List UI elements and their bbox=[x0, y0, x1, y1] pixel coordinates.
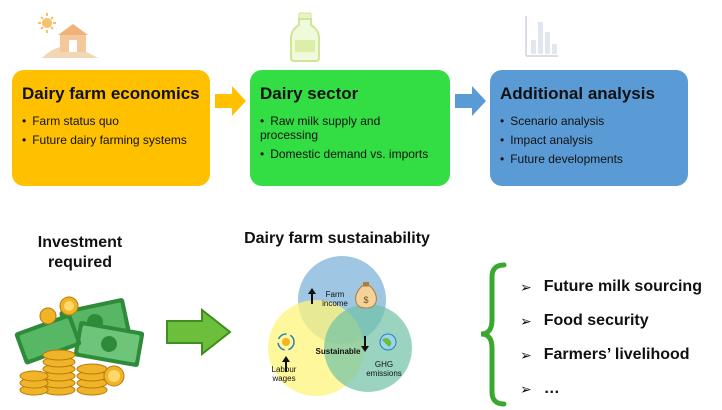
list-item: •Farm status quo bbox=[22, 114, 119, 128]
dairy-sector-box: Dairy sector •Raw milk supply and proces… bbox=[250, 70, 450, 186]
venn-label-ghg-emissions: GHG emissions bbox=[366, 360, 402, 378]
box-list: •Scenario analysis •Impact analysis •Fut… bbox=[500, 114, 678, 166]
venn-label-sustainable: Sustainable bbox=[315, 347, 361, 356]
investment-title: Investment required bbox=[37, 234, 123, 271]
arrow-right-icon bbox=[166, 308, 232, 356]
venn-label-labour-wages: Labour wages bbox=[271, 365, 297, 383]
milk-bottle-icon bbox=[290, 12, 320, 62]
list-item: ➢Future milk sourcing bbox=[520, 278, 702, 295]
list-item: ➢Food security bbox=[520, 312, 649, 329]
arrowhead-bullet-icon: ➢ bbox=[520, 278, 532, 295]
list-item: ➢Farmers’ livelihood bbox=[520, 346, 690, 363]
arrowhead-bullet-icon: ➢ bbox=[520, 380, 532, 397]
box-title: Dairy sector bbox=[260, 84, 359, 103]
list-item: •Future developments bbox=[500, 152, 623, 166]
additional-analysis-box: Additional analysis •Scenario analysis •… bbox=[490, 70, 688, 186]
sustainability-title: Dairy farm sustainability bbox=[244, 230, 430, 247]
arrowhead-bullet-icon: ➢ bbox=[520, 312, 532, 329]
list-item: •Scenario analysis bbox=[500, 114, 605, 128]
box-title: Additional analysis bbox=[500, 84, 655, 103]
sustainability-venn-diagram: $ bbox=[268, 256, 412, 396]
box-title: Dairy farm economics bbox=[22, 84, 200, 103]
box-list: •Raw milk supply and processing •Domesti… bbox=[260, 114, 440, 161]
svg-text:$: $ bbox=[363, 295, 368, 305]
money-bag-icon: $ bbox=[355, 282, 377, 309]
earth-gas-icon bbox=[379, 333, 397, 351]
bar-chart-icon bbox=[525, 16, 558, 57]
arrowhead-bullet-icon: ➢ bbox=[520, 346, 532, 363]
coin-cycle-icon bbox=[277, 333, 295, 351]
dairy-farm-economics-box: Dairy farm economics •Farm status quo •F… bbox=[12, 70, 210, 186]
curly-bracket-icon bbox=[480, 262, 507, 407]
arrow-right-icon bbox=[455, 86, 486, 116]
venn-circle-ghg-emissions bbox=[324, 304, 412, 392]
venn-label-farm-income: Farm income bbox=[322, 290, 348, 308]
arrow-right-icon bbox=[215, 86, 246, 116]
box-list: •Farm status quo •Future dairy farming s… bbox=[22, 114, 200, 147]
money-stack-icon bbox=[14, 296, 144, 396]
outcomes-list: ➢Future milk sourcing ➢Food security ➢Fa… bbox=[520, 270, 702, 406]
list-item: •Impact analysis bbox=[500, 133, 593, 147]
list-item: •Future dairy farming systems bbox=[22, 133, 187, 147]
list-item: •Raw milk supply and processing bbox=[260, 114, 381, 142]
barn-sun-icon bbox=[38, 13, 98, 58]
list-item: ➢… bbox=[520, 380, 560, 397]
list-item: •Domestic demand vs. imports bbox=[260, 147, 429, 161]
